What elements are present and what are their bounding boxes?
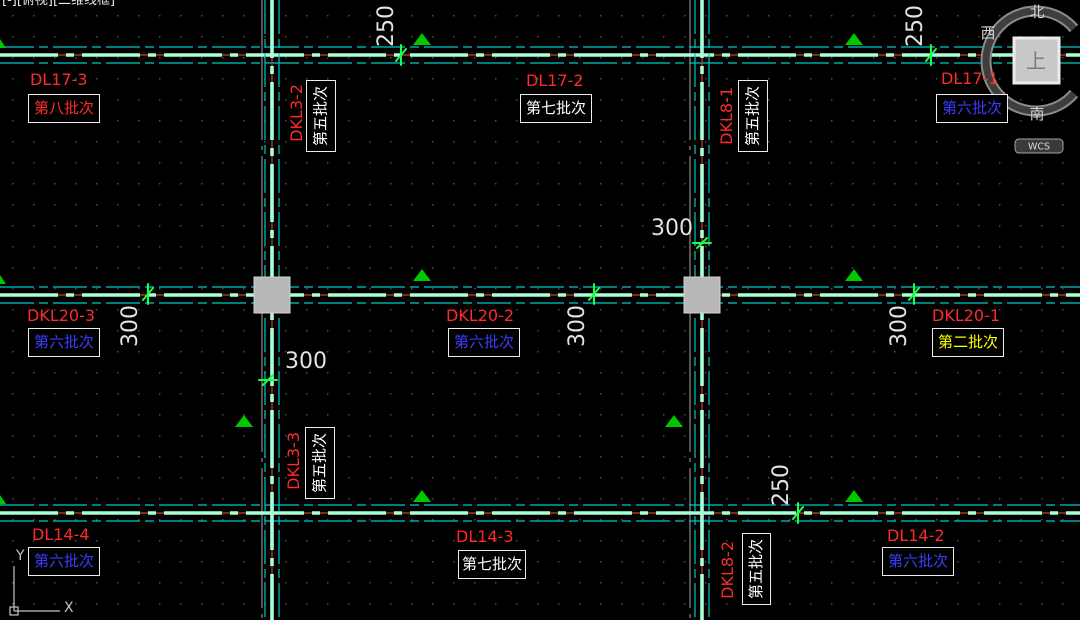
dimension-ticks <box>142 44 937 524</box>
dimension-tick <box>692 237 712 249</box>
batch-tag: 第五批次 <box>306 80 336 152</box>
batch-tag: 第六批次 <box>28 547 100 576</box>
wcs-menu-button[interactable] <box>1014 138 1064 154</box>
dimension-tick <box>925 44 937 66</box>
beam-code-label: DKL20-2 <box>446 306 515 325</box>
viewcube-face-label: 上 <box>1026 49 1046 73</box>
dimension-text: 300 <box>565 305 590 347</box>
batch-tag: 第六批次 <box>448 328 520 357</box>
beam-code-label: DKL3-2 <box>287 84 306 142</box>
dimension-tick <box>908 283 920 305</box>
elevation-marker <box>845 33 863 45</box>
beam-row-bottom <box>0 504 1080 522</box>
dimension-tick <box>588 283 600 305</box>
dimension-text: 250 <box>769 464 794 506</box>
beam-code-label: DKL3-3 <box>284 432 303 490</box>
beam-row-top <box>0 46 1080 64</box>
elevation-marker <box>845 490 863 502</box>
dimension-tick <box>142 283 154 305</box>
beam-code-label: DL17-3 <box>30 70 88 89</box>
compass-north-label[interactable]: 北 <box>1029 3 1044 21</box>
viewcube-top-face[interactable] <box>1012 36 1061 85</box>
elevation-marker <box>413 269 431 281</box>
beam-code-label: DL17-1 <box>941 69 999 88</box>
viewcube-compass-ring-inner <box>982 7 1077 115</box>
batch-tag: 第五批次 <box>305 427 335 499</box>
dimension-text: 300 <box>285 349 327 374</box>
beam-code-label: DKL8-2 <box>718 541 737 599</box>
elevation-marker <box>845 269 863 281</box>
beam-code-label: DL17-2 <box>526 71 584 90</box>
elevation-marker <box>0 39 6 48</box>
elevation-markers <box>0 33 863 504</box>
batch-tag: 第六批次 <box>882 547 954 576</box>
elevation-marker <box>665 415 683 427</box>
batch-tag: 第六批次 <box>28 328 100 357</box>
batch-tag: 第五批次 <box>738 80 768 152</box>
beam-row-middle <box>0 286 1080 304</box>
reference-lines <box>261 0 691 620</box>
compass-west-label[interactable]: 西 <box>980 24 995 42</box>
elevation-marker <box>0 275 6 284</box>
batch-tag: 第八批次 <box>28 94 100 123</box>
dimension-text: 250 <box>903 5 928 47</box>
batch-tag: 第二批次 <box>932 328 1004 357</box>
structural-column <box>253 276 291 314</box>
ucs-icon: Y X <box>9 548 74 616</box>
wcs-menu-label: WCS <box>1028 142 1050 153</box>
dimension-tick <box>258 374 278 386</box>
batch-tag: 第七批次 <box>458 550 526 579</box>
beam-code-label: DL14-4 <box>32 525 90 544</box>
elevation-marker <box>413 33 431 45</box>
ucs-y-label: Y <box>15 548 25 564</box>
elevation-marker <box>0 495 6 504</box>
compass-south-label[interactable]: 南 <box>1029 105 1044 123</box>
viewcube[interactable]: 北 西 南 上 WCS <box>980 3 1079 154</box>
beam-code-label: DKL8-1 <box>717 87 736 145</box>
elevation-marker <box>413 490 431 502</box>
beam-code-label: DKL20-3 <box>27 306 96 325</box>
batch-tag: 第七批次 <box>520 94 592 123</box>
dimension-tick <box>395 44 407 66</box>
ucs-x-label: X <box>64 600 74 616</box>
ucs-origin-box <box>9 606 19 616</box>
dimension-text: 250 <box>374 5 399 47</box>
batch-tag: 第六批次 <box>936 94 1008 123</box>
batch-tag: 第五批次 <box>742 533 771 605</box>
beam-code-label: DKL20-1 <box>932 306 1001 325</box>
dimension-tick <box>792 502 804 524</box>
beam-code-label: DL14-2 <box>887 526 945 545</box>
dimension-text: 300 <box>887 305 912 347</box>
structural-column <box>683 276 721 314</box>
viewport-controls-label[interactable]: [-][俯视][二维线框] <box>2 0 116 8</box>
beam-code-label: DL14-3 <box>456 527 514 546</box>
dimension-text: 300 <box>651 216 693 241</box>
elevation-marker <box>235 415 253 427</box>
dimension-text: 300 <box>118 305 143 347</box>
